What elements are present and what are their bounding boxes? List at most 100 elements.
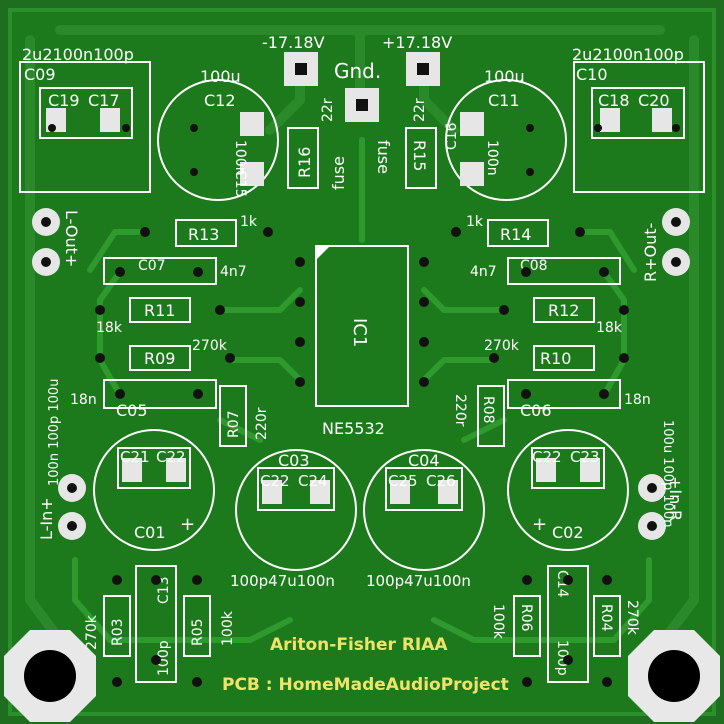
- r11-resistor: R11 18k: [95, 297, 225, 336]
- c07-cap: C07 4n7: [103, 257, 247, 285]
- c03-values: 100p47u100n: [230, 572, 335, 590]
- r14-value: 1k: [466, 214, 484, 230]
- c20-ref: C20: [638, 91, 670, 110]
- c08-cap: C08 4n7: [470, 257, 621, 285]
- c10-values: 2u2100n100p: [572, 45, 684, 64]
- r15-ref: R15: [410, 140, 429, 171]
- r06-ref: R06: [518, 604, 534, 632]
- r07-ref: R07: [226, 410, 242, 438]
- label-ground: Gnd.: [334, 59, 381, 83]
- c14-cap: C14 100p: [547, 565, 589, 683]
- c06-ref: C06: [520, 401, 552, 420]
- c22-mid-ref: C22: [260, 472, 290, 490]
- r08-value: 220r: [452, 394, 468, 427]
- c26-ref: C26: [426, 472, 456, 490]
- c07-ref: C07: [138, 258, 166, 274]
- c10-block: 2u2100n100p C10 C18 C20: [572, 45, 705, 193]
- c23-ref: C23: [570, 448, 600, 466]
- r04-resistor: R04 270k: [593, 575, 640, 687]
- r15-value: 22r: [412, 98, 428, 122]
- c09-ref: C09: [24, 65, 56, 84]
- c14-value: 100p: [554, 640, 570, 676]
- c22-right-ref: C22: [532, 448, 562, 466]
- r03-ref: R03: [110, 618, 126, 646]
- r11-ref: R11: [144, 301, 175, 320]
- r11-value: 18k: [96, 320, 123, 336]
- c13-cap: C13 100p: [135, 565, 177, 683]
- ic1-part: NE5532: [322, 419, 385, 438]
- mounting-hole-left: [4, 630, 96, 722]
- r16-value: 22r: [320, 98, 336, 122]
- r05-ref: R05: [190, 618, 206, 646]
- fuse-right: fuse: [374, 140, 393, 174]
- c09-values: 2u2100n100p: [22, 45, 134, 64]
- label-neg-voltage: -17.18V: [262, 33, 325, 52]
- in-left-values: 100n 100p 100u: [47, 379, 62, 486]
- c06-value: 18n: [624, 392, 651, 408]
- c04-ref: C04: [408, 451, 440, 470]
- label-out-right: R+Out-: [641, 223, 660, 282]
- r09-ref: R09: [144, 349, 175, 368]
- power-connector: -17.18V +17.18V Gnd.: [262, 33, 452, 122]
- ic1-ref: IC1: [349, 318, 370, 347]
- c17-ref: C17: [88, 91, 120, 110]
- c15-ref: C15: [232, 170, 248, 198]
- fuse-left: fuse: [329, 156, 348, 190]
- r14-resistor: R14 1k: [451, 214, 585, 247]
- c03-ref: C03: [278, 451, 310, 470]
- c01-ref: C01: [134, 523, 166, 542]
- c25-ref: C25: [388, 472, 418, 490]
- c05-ref: C05: [116, 401, 148, 420]
- c05-cap: C05 18n: [70, 379, 217, 420]
- c12-100n: 100n: [232, 140, 248, 176]
- r15-resistor: R15 22r fuse: [374, 98, 437, 189]
- c02-ref: C02: [552, 523, 584, 542]
- r03-resistor: R03 270k: [84, 575, 131, 687]
- r09-value: 270k: [192, 338, 228, 354]
- r07-resistor: R07 220r: [219, 385, 270, 447]
- r10-value: 270k: [484, 338, 520, 354]
- label-pos-voltage: +17.18V: [382, 33, 452, 52]
- board-title: Ariton-Fisher RIAA: [270, 635, 448, 655]
- r08-ref: R08: [480, 396, 496, 424]
- c11-value: 100u: [484, 67, 525, 86]
- r13-value: 1k: [240, 214, 258, 230]
- c06-cap: C06 18n: [507, 379, 651, 420]
- r06-resistor: R06 100k: [490, 575, 541, 687]
- r12-value: 18k: [596, 320, 623, 336]
- c12-ref: C12: [204, 91, 236, 110]
- r08-resistor: R08 220r: [452, 385, 505, 447]
- in-right-values: 100u 100p 100n: [660, 420, 675, 527]
- c05-value: 18n: [70, 392, 97, 408]
- c12-cap: 100u C12 100n C15: [157, 67, 279, 201]
- r13-ref: R13: [188, 225, 219, 244]
- r09-resistor: R09 270k: [95, 338, 235, 371]
- r06-value: 100k: [490, 604, 506, 640]
- in-right-connector: +In-R 100u 100p 100n: [638, 420, 685, 540]
- c01-cap: C21 C22 C01 +: [93, 429, 215, 551]
- c13-value: 100p: [156, 640, 172, 676]
- r05-resistor: R05 100k: [183, 575, 236, 687]
- c02-plus: +: [532, 514, 547, 535]
- c11-cap: 100u C11 100n C16: [444, 67, 567, 201]
- c09-block: 2u2100n100p C09 C19 C17: [19, 45, 151, 193]
- r13-resistor: R13 1k: [140, 214, 273, 247]
- c16-ref: C16: [444, 122, 460, 150]
- r16-ref: R16: [295, 147, 314, 178]
- r16-resistor: R16 22r fuse: [287, 98, 348, 190]
- c21-ref: C21: [120, 448, 150, 466]
- c11-ref: C11: [488, 91, 520, 110]
- r07-value: 220r: [254, 407, 270, 440]
- r03-value: 270k: [84, 614, 100, 650]
- r14-ref: R14: [500, 225, 531, 244]
- c12-value: 100u: [200, 67, 241, 86]
- out-right-connector: R+Out-: [641, 208, 690, 282]
- r10-ref: R10: [540, 349, 571, 368]
- r12-ref: R12: [548, 301, 579, 320]
- c10-ref: C10: [576, 65, 608, 84]
- c03-cap: C03 C22 C24 100p47u100n: [230, 449, 357, 590]
- ic1-chip: IC1 NE5532: [295, 245, 429, 438]
- mounting-hole-right: [628, 630, 720, 722]
